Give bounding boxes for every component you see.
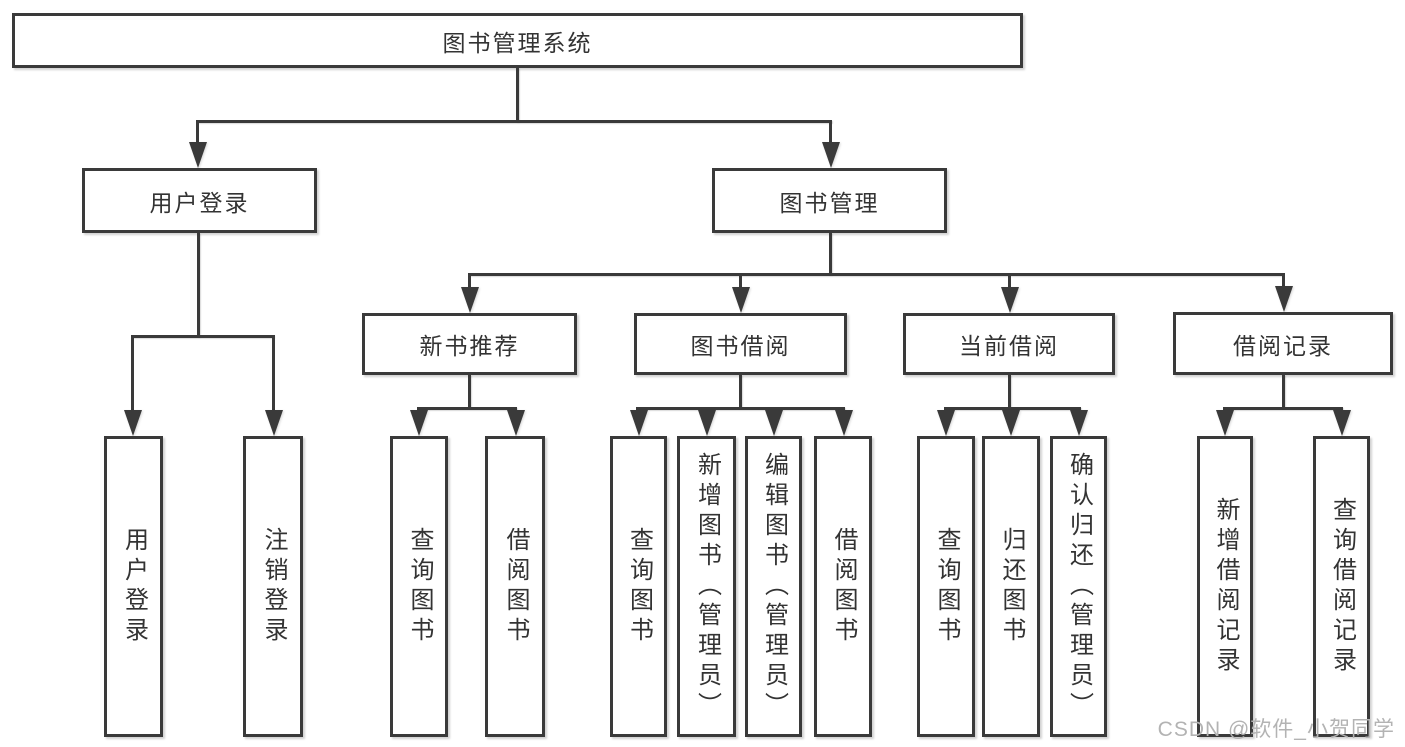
connector-borrowing-records-split [1223, 407, 1343, 410]
csdn-watermark: CSDN @软件_小贺同学 [1157, 718, 1395, 741]
node-library-system: 图书管理系统 [12, 13, 1023, 68]
node-book-borrowing: 图书借阅 [634, 313, 847, 375]
arrow-down-confirm-return [1077, 407, 1080, 410]
node-library-system-label: 图书管理系统 [442, 29, 593, 56]
arrow-down-edit-book [772, 407, 775, 410]
connector-new-book-split [417, 407, 517, 410]
node-current-borrowing-label: 当前借阅 [959, 333, 1059, 359]
connector-book-management-stub [829, 233, 832, 275]
arrow-down-query-books-borrow [637, 407, 640, 410]
arrow-down-return-book [1009, 407, 1012, 410]
arrow-down-query-books-newbook [417, 407, 420, 410]
leaf-edit-book-admin: 编辑图书（管理员） [745, 436, 802, 737]
connector-book-borrowing-split [636, 407, 845, 410]
arrow-down-book-management [829, 120, 832, 142]
connector-current-borrowing-split [944, 407, 1081, 410]
connector-user-login-split [131, 335, 274, 338]
node-borrowing-records: 借阅记录 [1173, 312, 1393, 375]
arrow-down-leaf-user-login [131, 335, 134, 410]
leaf-borrow-books-newbook-label: 借阅图书 [502, 526, 529, 647]
leaf-add-book-admin-label: 新增图书（管理员） [693, 451, 721, 722]
node-book-borrowing-label: 图书借阅 [690, 333, 791, 359]
arrow-down-add-borrow-record [1223, 407, 1226, 410]
leaf-user-login: 用户登录 [104, 436, 163, 737]
arrow-down-borrow-books-newbook [514, 407, 517, 410]
node-user-login: 用户登录 [82, 168, 317, 233]
leaf-confirm-return-admin: 确认归还（管理员） [1050, 436, 1107, 737]
leaf-return-book: 归还图书 [982, 436, 1040, 737]
node-current-borrowing: 当前借阅 [903, 313, 1115, 375]
arrow-down-leaf-logout [272, 335, 275, 410]
arrow-down-new-book [468, 273, 471, 287]
connector-borrowing-records-stub [1282, 375, 1285, 407]
leaf-borrow-books-borrow-label: 借阅图书 [830, 526, 857, 647]
arrow-down-query-borrow-record [1340, 407, 1343, 410]
node-new-book-recommend-label: 新书推荐 [419, 333, 520, 359]
leaf-logout-label: 注销登录 [260, 526, 287, 647]
arrow-down-user-login [196, 120, 199, 142]
leaf-confirm-return-admin-label: 确认归还（管理员） [1065, 451, 1093, 722]
leaf-add-book-admin: 新增图书（管理员） [677, 436, 736, 737]
leaf-query-books-current-label: 查询图书 [933, 526, 960, 647]
leaf-query-books-newbook: 查询图书 [390, 436, 448, 737]
leaf-query-books-borrow-label: 查询图书 [625, 526, 653, 647]
leaf-borrow-books-borrow: 借阅图书 [814, 436, 872, 737]
leaf-query-books-newbook-label: 查询图书 [406, 526, 433, 647]
connector-user-login-stub [197, 233, 200, 337]
connector-book-management-split [468, 273, 1283, 276]
node-book-management: 图书管理 [712, 168, 947, 233]
leaf-query-borrow-record: 查询借阅记录 [1313, 436, 1370, 737]
arrow-down-add-book [705, 407, 708, 410]
connector-book-borrowing-stub [739, 375, 742, 407]
connector-current-borrowing-stub [1008, 375, 1011, 407]
node-user-login-label: 用户登录 [149, 189, 250, 216]
leaf-edit-book-admin-label: 编辑图书（管理员） [760, 451, 788, 722]
leaf-query-borrow-record-label: 查询借阅记录 [1328, 496, 1356, 677]
arrow-down-book-borrowing [739, 273, 742, 287]
connector-root-stub [516, 68, 519, 122]
arrow-down-borrowing-records [1282, 273, 1285, 286]
node-borrowing-records-label: 借阅记录 [1233, 332, 1333, 359]
connector-root-split [196, 120, 832, 123]
arrow-down-borrow-books-borrow [842, 407, 845, 410]
leaf-add-borrow-record-label: 新增借阅记录 [1212, 496, 1239, 677]
connector-new-book-stub [468, 375, 471, 407]
leaf-query-books-borrow: 查询图书 [610, 436, 667, 737]
leaf-user-login-label: 用户登录 [120, 526, 148, 647]
arrow-down-query-books-current [944, 407, 947, 410]
leaf-add-borrow-record: 新增借阅记录 [1197, 436, 1253, 737]
node-new-book-recommend: 新书推荐 [362, 313, 577, 375]
leaf-logout: 注销登录 [243, 436, 303, 737]
leaf-return-book-label: 归还图书 [998, 526, 1025, 647]
node-book-management-label: 图书管理 [779, 189, 880, 216]
leaf-borrow-books-newbook: 借阅图书 [485, 436, 545, 737]
arrow-down-current-borrowing [1008, 273, 1011, 287]
leaf-query-books-current: 查询图书 [917, 436, 975, 737]
